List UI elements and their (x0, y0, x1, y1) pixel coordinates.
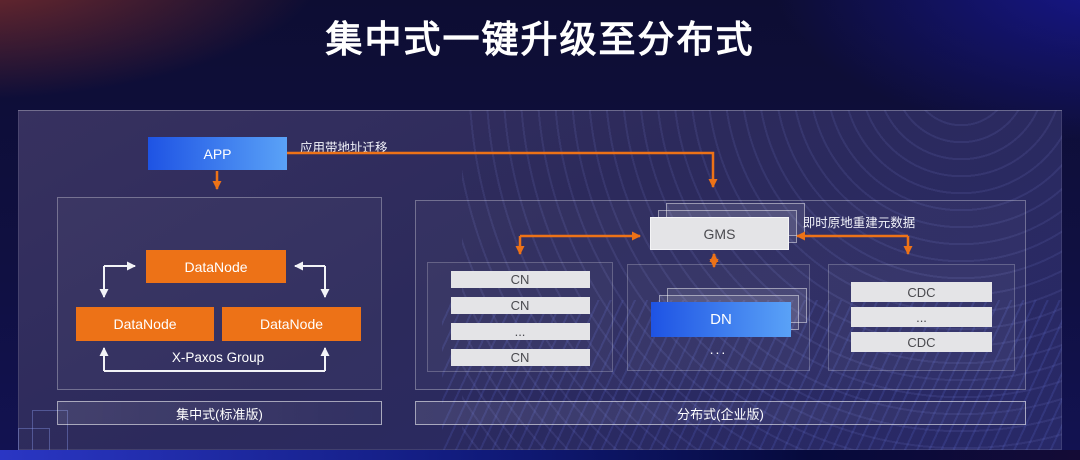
gms-node: GMS (650, 217, 789, 250)
datanode-right-node: DataNode (222, 307, 361, 341)
cn-node: ... (450, 323, 590, 340)
cdc-node: CDC (851, 332, 992, 352)
cdc-node: CDC (851, 282, 992, 302)
page-title: 集中式一键升级至分布式 (325, 19, 755, 60)
app-migration-label: 应用带地址迁移 (300, 141, 388, 155)
stairs-decoration (18, 410, 98, 450)
meta-rebuild-label: 即时原地重建元数据 (802, 216, 916, 230)
centralized-panel (57, 197, 382, 390)
bottom-strip-decoration (0, 450, 1080, 460)
distributed-caption: 分布式(企业版) (415, 401, 1026, 425)
centralized-caption: 集中式(标准版) (57, 401, 382, 425)
dn-node: DN (651, 302, 791, 337)
xpaxos-group-label: X-Paxos Group (171, 350, 265, 365)
dn-ellipsis: ... (709, 341, 728, 357)
cdc-group-panel (828, 264, 1015, 371)
dn-group-panel (627, 264, 810, 371)
cn-list: CN CN ... CN (427, 271, 613, 366)
cn-group-panel (427, 262, 613, 372)
cdc-list: CDC ... CDC (828, 282, 1015, 352)
cdc-node: ... (851, 307, 992, 327)
cn-node: CN (450, 271, 590, 288)
cn-node: CN (450, 297, 590, 314)
distributed-panel (415, 200, 1026, 390)
cn-node: CN (450, 349, 590, 366)
datanode-left-node: DataNode (76, 307, 214, 341)
datanode-top-node: DataNode (146, 250, 286, 283)
app-node: APP (148, 137, 287, 170)
